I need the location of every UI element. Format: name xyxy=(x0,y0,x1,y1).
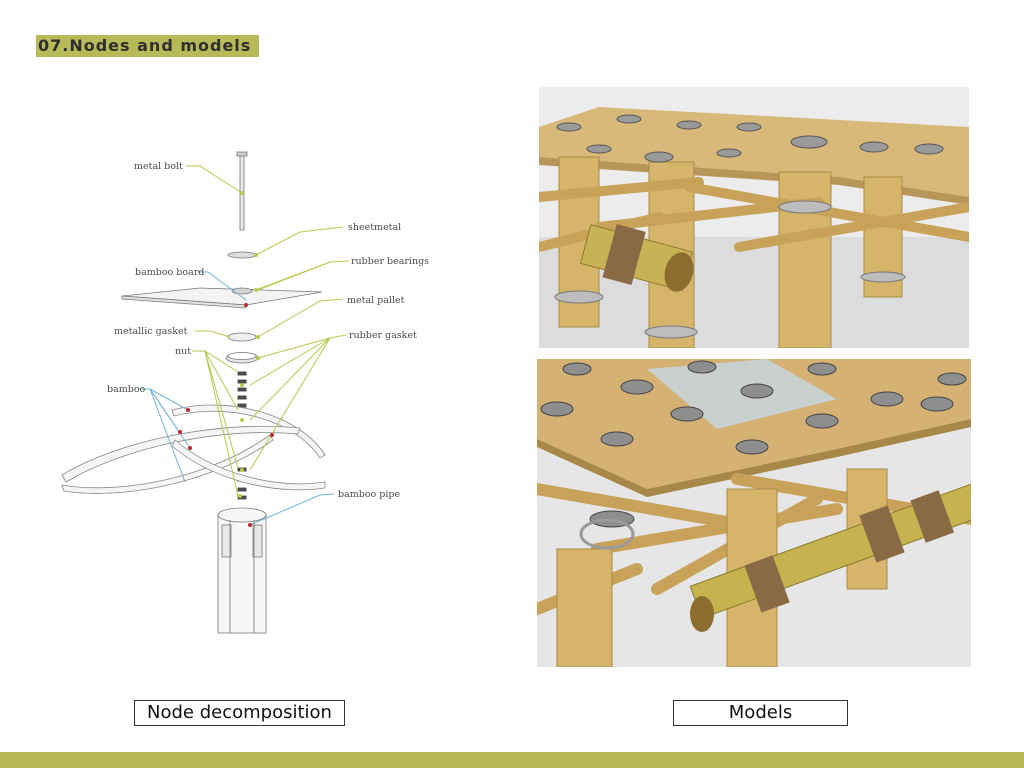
rubber-bearing-part xyxy=(231,287,253,295)
leader-lines-green xyxy=(186,165,350,497)
sheetmetal-part xyxy=(227,251,257,259)
footer-bar xyxy=(0,752,1024,768)
label-nut: nut xyxy=(175,346,191,357)
label-rubber-gasket: rubber gasket xyxy=(349,330,417,341)
section-title: 07.Nodes and models xyxy=(38,36,252,55)
bamboo-pipe-with-rope xyxy=(689,483,971,632)
label-rubber-bearings: rubber bearings xyxy=(351,256,429,267)
caption-models: Models xyxy=(673,700,848,726)
label-metal-bolt: metal bolt xyxy=(134,161,183,172)
section-title-bar xyxy=(36,35,259,57)
bolt-washers xyxy=(556,114,944,163)
label-metal-pallet: metal pallet xyxy=(347,295,405,306)
bolt-washers xyxy=(540,360,967,528)
bamboo-pipe-part xyxy=(217,507,267,634)
label-bamboo: bamboo xyxy=(107,384,146,395)
caption-node-decomposition: Node decomposition xyxy=(134,700,345,726)
label-bamboo-board: bamboo board xyxy=(135,267,204,278)
metallic-gasket-part xyxy=(227,332,257,342)
model-photo-top xyxy=(539,87,969,348)
leader-lines-blue xyxy=(140,271,335,526)
label-sheetmetal: sheetmetal xyxy=(348,222,401,233)
bamboo-pipe-with-rope xyxy=(579,224,694,292)
model-photo-bottom xyxy=(537,359,971,667)
bamboo-board-part xyxy=(121,287,323,306)
label-metallic-gasket: metallic gasket xyxy=(114,326,188,337)
bolt-head xyxy=(236,151,248,157)
board-surface xyxy=(539,107,969,197)
connector-dots-green xyxy=(238,191,260,498)
bamboo-strips xyxy=(61,404,326,494)
connector-dots-red xyxy=(178,303,274,527)
label-bamboo-pipe: bamboo pipe xyxy=(338,489,400,500)
